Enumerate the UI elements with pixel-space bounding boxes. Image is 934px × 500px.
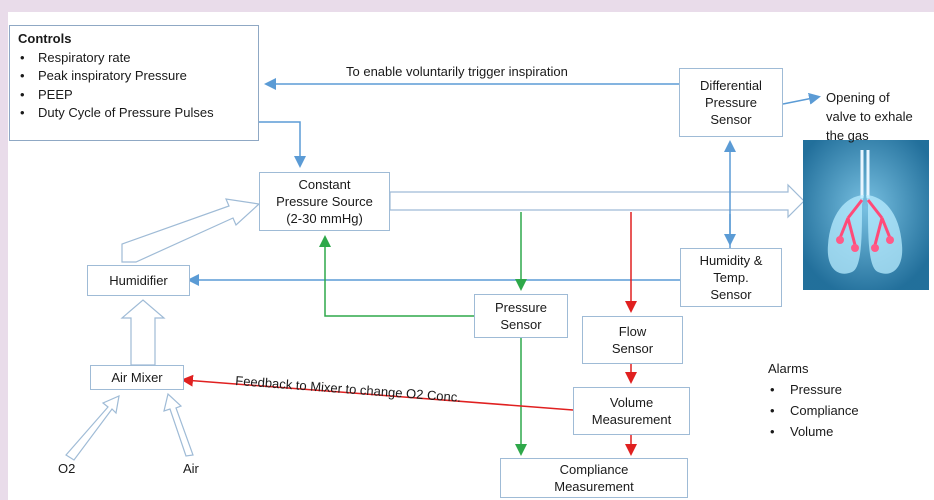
box-label: Pressure: [704, 95, 758, 110]
trigger-label: To enable voluntarily trigger inspiratio…: [346, 64, 568, 79]
box-label: Air Mixer: [111, 370, 163, 385]
alarm-item: Volume: [768, 421, 859, 442]
volume-measurement-box: Volume Measurement: [573, 387, 690, 435]
alarm-item: Pressure: [768, 379, 859, 400]
air-mixer-box: Air Mixer: [90, 365, 184, 390]
alarms-list: Pressure Compliance Volume: [768, 379, 859, 442]
box-label: Humidifier: [109, 273, 168, 288]
humidifier-to-source-arrow: [121, 198, 261, 263]
alarms-title: Alarms: [768, 361, 809, 376]
controls-to-source-arrow: [259, 121, 306, 168]
controls-title: Controls: [18, 31, 72, 46]
pressure-source-box: Constant Pressure Source (2-30 mmHg): [259, 172, 390, 231]
valve-label: Opening of valve to exhale the gas: [826, 88, 913, 145]
differential-sensor-box: Differential Pressure Sensor: [679, 68, 783, 137]
box-label: Compliance: [559, 462, 629, 477]
humidity-sensor-box: Humidity & Temp. Sensor: [680, 248, 782, 307]
valve-label-line: the gas: [826, 128, 869, 143]
box-label: Measurement: [554, 479, 634, 494]
main-flow-arrow: [389, 183, 805, 219]
valve-arrow: [782, 92, 821, 105]
box-label: Pressure: [494, 300, 548, 315]
o2-input-arrow: [65, 395, 120, 461]
valve-label-line: valve to exhale: [826, 109, 913, 124]
box-label: Volume: [609, 395, 654, 410]
box-label: Sensor: [710, 112, 752, 127]
box-label: Sensor: [500, 317, 542, 332]
flow-sensor-box: Flow Sensor: [582, 316, 683, 364]
pressure-sensor-box: Pressure Sensor: [474, 294, 568, 338]
box-label: Pressure Source: [276, 194, 373, 209]
box-label: Temp.: [713, 270, 749, 285]
feedback-arrow: [181, 374, 574, 411]
valve-label-line: Opening of: [826, 90, 890, 105]
box-label: Measurement: [591, 412, 672, 427]
box-label: Flow: [618, 324, 647, 339]
humidifier-box: Humidifier: [87, 265, 190, 296]
alarms-panel: Alarms Pressure Compliance Volume: [768, 358, 859, 442]
control-item: Respiratory rate: [18, 49, 250, 68]
box-label: (2-30 mmHg): [286, 211, 363, 226]
controls-list: Respiratory rate Peak inspiratory Pressu…: [18, 49, 250, 123]
box-label: Humidity &: [699, 253, 763, 268]
box-label: Constant: [298, 177, 351, 192]
box-label: Differential: [700, 78, 762, 93]
mixer-to-humidifier-arrow: [120, 299, 166, 366]
controls-panel: Controls Respiratory rate Peak inspirato…: [9, 25, 259, 141]
control-item: PEEP: [18, 86, 250, 105]
compliance-measurement-box: Compliance Measurement: [500, 458, 688, 498]
pressure-sensor-to-source-arrow: [319, 235, 474, 317]
o2-label: O2: [58, 461, 76, 476]
air-label: Air: [183, 461, 199, 476]
box-label: Sensor: [710, 287, 752, 302]
air-input-arrow: [163, 392, 194, 457]
box-label: Sensor: [611, 341, 654, 356]
alarm-item: Compliance: [768, 400, 859, 421]
control-item: Peak inspiratory Pressure: [18, 67, 250, 86]
control-item: Duty Cycle of Pressure Pulses: [18, 104, 250, 123]
lungs-image: [803, 140, 929, 290]
